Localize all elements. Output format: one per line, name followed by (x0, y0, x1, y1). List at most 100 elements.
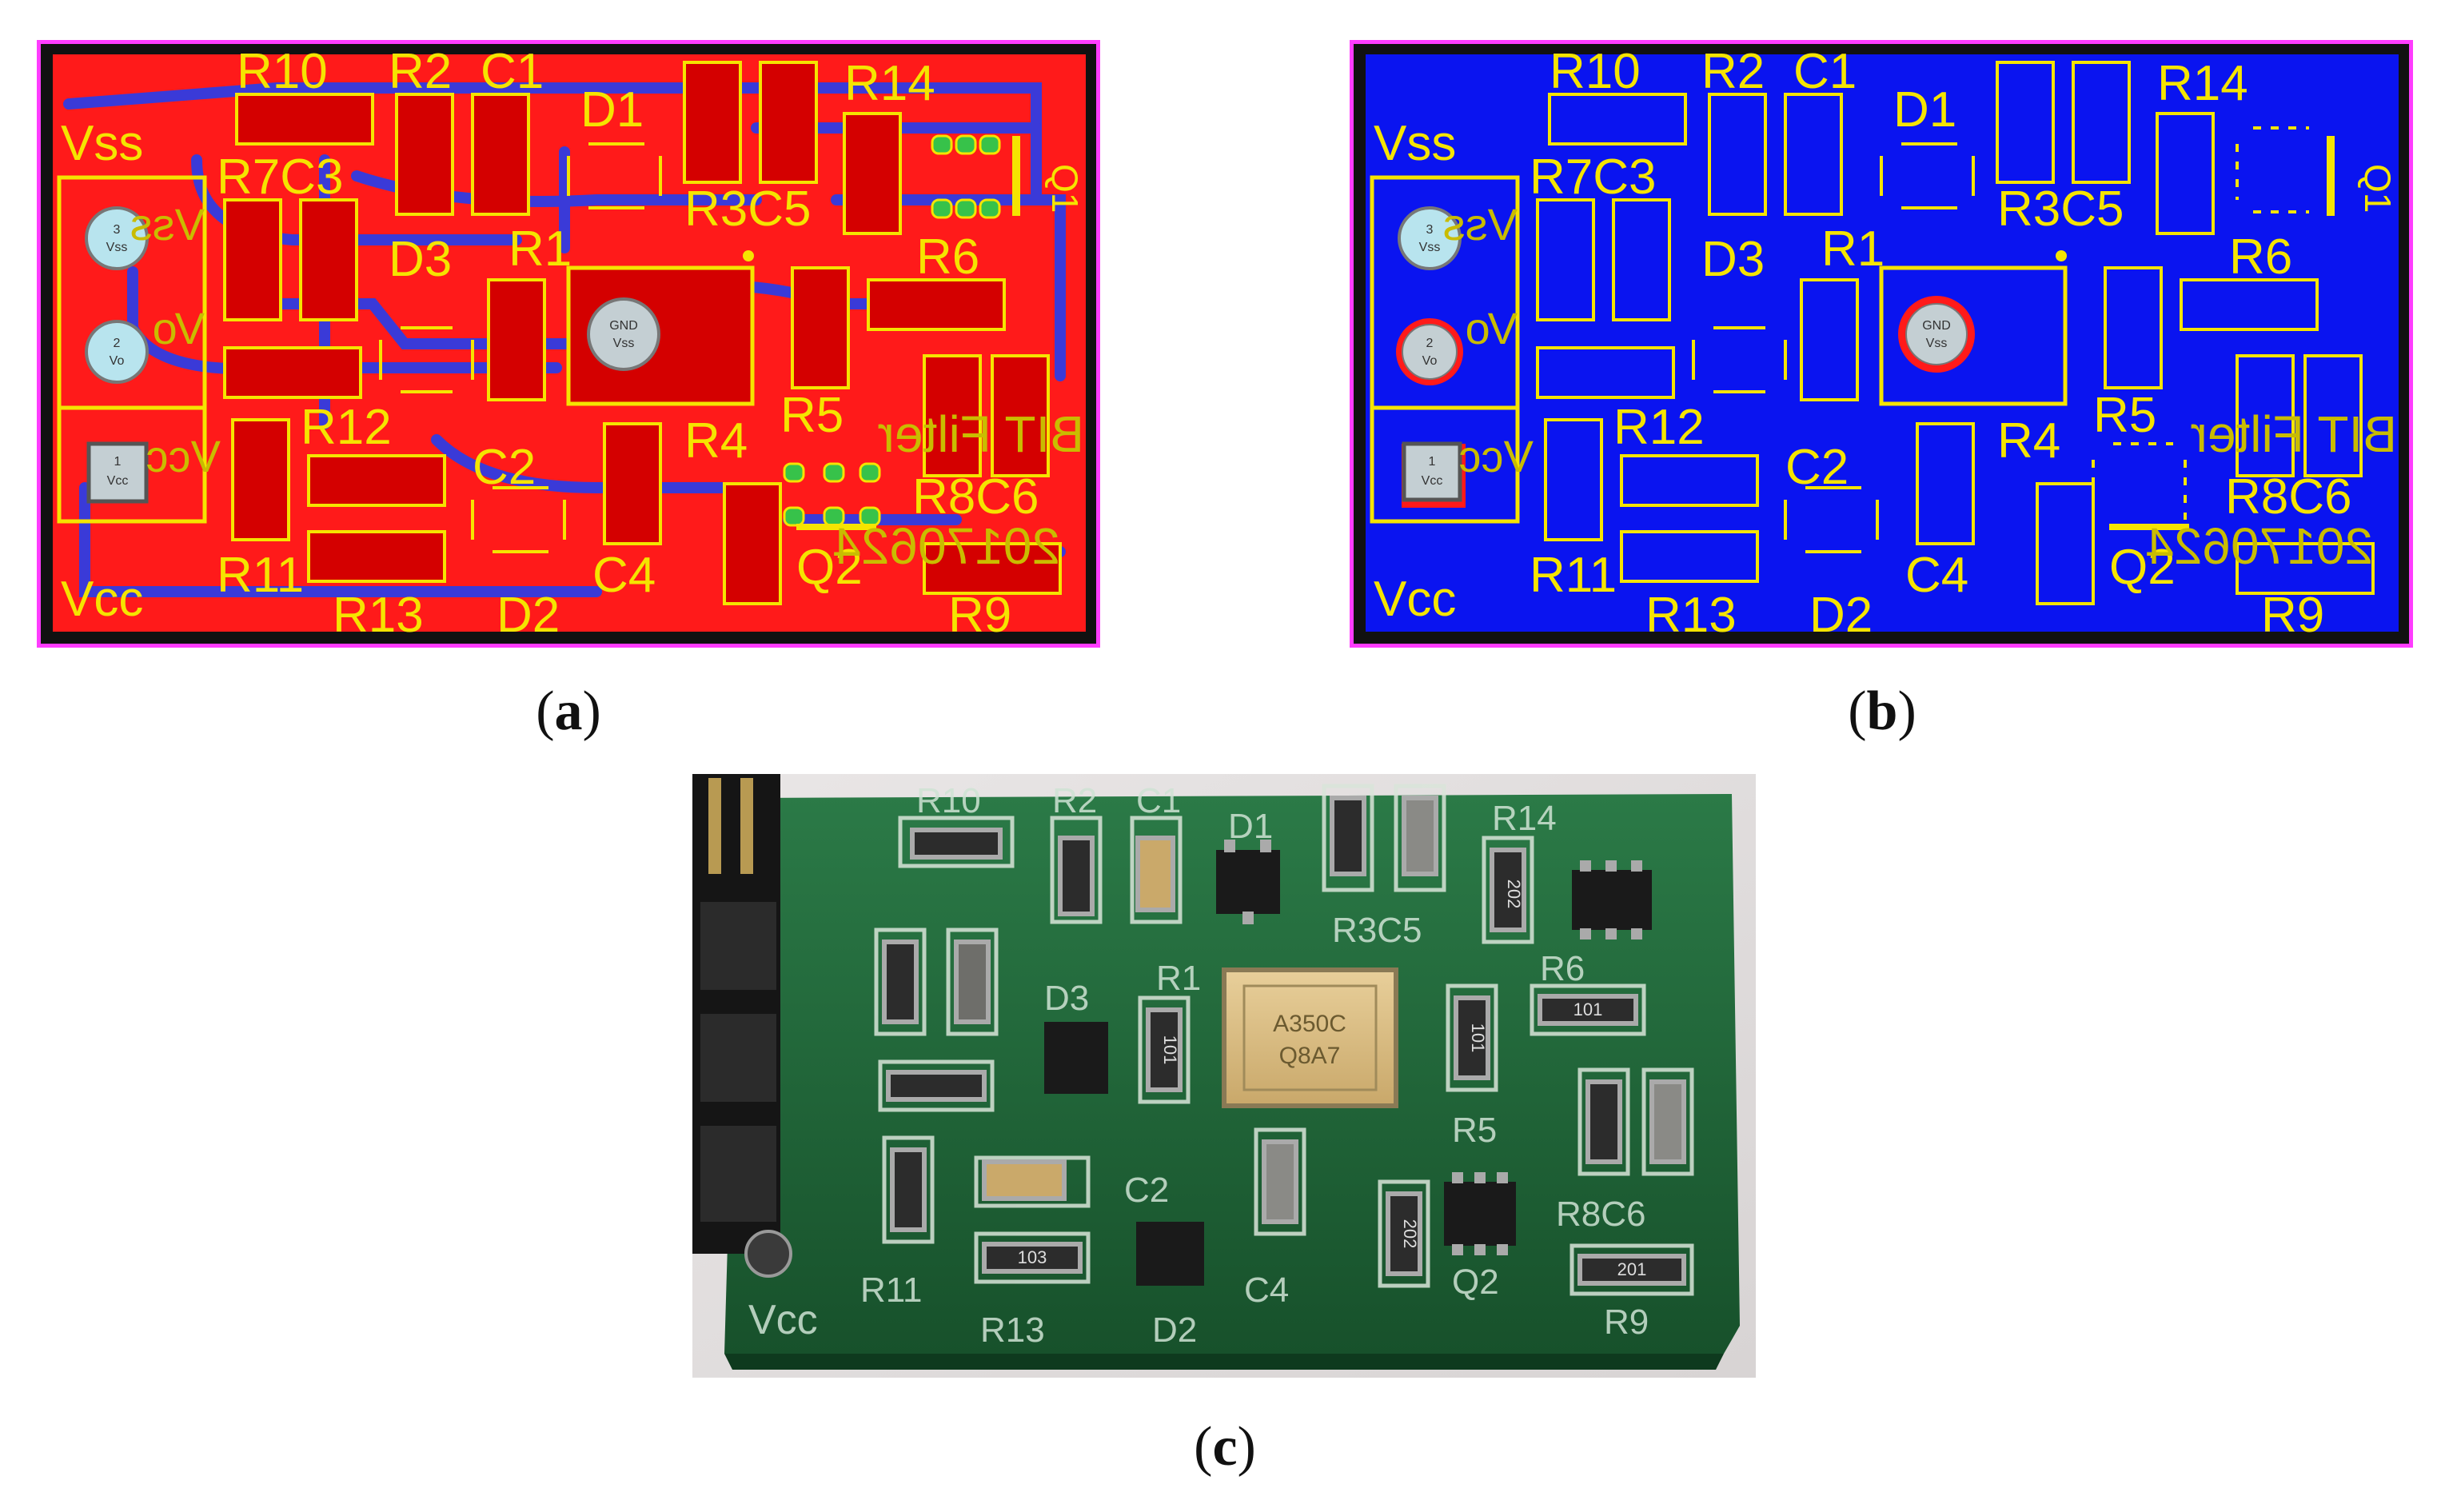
mirror-text-vcc: Vcc (1459, 431, 1534, 481)
label-r6: R6 (2229, 229, 2292, 285)
label-d3: D3 (1044, 979, 1089, 1018)
pcb-top-layer-panel: 3 Vss 2 Vo 1 Vcc GND Vss R10 R2 C1 D1 R1… (37, 40, 1100, 648)
pad-num: 2 (114, 337, 121, 350)
pad-label: Vss (1419, 241, 1441, 254)
label-c4: C4 (592, 548, 656, 603)
label-d2: D2 (1809, 588, 1873, 643)
label-q2: Q2 (2109, 540, 2176, 595)
label-r4: R4 (1997, 413, 2060, 469)
label-q1: Q1 (1044, 164, 1086, 213)
label-r8c6: R8C6 (912, 469, 1039, 525)
label-d2: D2 (1152, 1311, 1197, 1350)
pad-label: Vss (1926, 337, 1948, 350)
gnd-pad (1905, 303, 1968, 365)
pcb-bottom-layer-panel: 3 Vss 2 Vo 1 Vcc GND Vss R10 R2 C1 D1 R1… (1350, 40, 2413, 648)
pad-vcc (1402, 441, 1462, 502)
connector-outline (1370, 175, 1520, 524)
label-r7c3: R7C3 (217, 150, 344, 205)
mirror-text-vss: Vss (130, 199, 205, 249)
label-r2: R2 (389, 44, 452, 99)
label-r6: R6 (916, 229, 979, 285)
mirror-text-vss: Vss (1443, 199, 1518, 249)
label-r11: R11 (217, 548, 304, 603)
label-r1: R1 (1821, 221, 1885, 277)
pad-label: GND (1922, 319, 1951, 333)
pad-vo (1402, 324, 1458, 380)
label-vss: Vss (61, 116, 143, 171)
label-r6: R6 (1540, 949, 1585, 988)
diode-outlines (379, 142, 662, 553)
mirror-text-vo: Vo (1466, 303, 1518, 353)
resistor-code: 202 (1400, 1219, 1420, 1249)
ic-footprint (1879, 265, 2068, 406)
mirror-text-vo: Vo (153, 303, 205, 353)
connector-outline (57, 175, 207, 524)
label-r9: R9 (2261, 588, 2324, 643)
pad-vss (85, 206, 149, 270)
label-c2: C2 (1124, 1171, 1169, 1210)
mirror-text-vcc: Vcc (146, 431, 221, 481)
chip-marking: Q8A7 (1279, 1043, 1341, 1069)
label-r2: R2 (1701, 44, 1765, 99)
label-r2: R2 (1052, 781, 1097, 820)
accelerometer-chip (1222, 967, 1398, 1108)
component-outlines (1536, 61, 2375, 605)
resistor-code: 101 (1160, 1035, 1180, 1065)
label-r8c6: R8C6 (2225, 469, 2352, 525)
pad-label: GND (609, 319, 638, 333)
label-r3c5: R3C5 (1332, 911, 1422, 950)
header-pins (692, 774, 792, 1278)
label-c1: C1 (1136, 781, 1181, 820)
pad-label: Vcc (107, 474, 129, 488)
label-r10: R10 (1550, 44, 1641, 99)
pad-num: 3 (114, 223, 121, 237)
label-r5: R5 (2093, 388, 2156, 443)
label-c1: C1 (1793, 44, 1857, 99)
label-r12: R12 (301, 400, 392, 455)
pad-vo (85, 320, 149, 384)
label-r13: R13 (333, 588, 424, 643)
mirror-text-date: 20170624 (2145, 517, 2373, 575)
mirror-text-filter: BIT Filter (2191, 405, 2397, 463)
label-r10: R10 (237, 44, 328, 99)
label-vcc: Vcc (1374, 572, 1456, 627)
label-r7c3: R7C3 (1530, 150, 1657, 205)
label-c2: C2 (473, 440, 536, 495)
pad-num: 1 (114, 455, 122, 469)
caption-b: (b) (1848, 680, 1916, 742)
label-r13: R13 (1645, 588, 1737, 643)
photo-silk-outlines (874, 784, 1694, 1296)
label-r4: R4 (684, 413, 748, 469)
label-r14: R14 (2157, 56, 2248, 111)
pad-num: 1 (1429, 455, 1436, 469)
resistor-code: 103 (1018, 1247, 1047, 1267)
pad-num: 2 (1426, 337, 1434, 350)
gnd-pad (587, 297, 660, 371)
label-r9: R9 (1604, 1303, 1649, 1342)
label-q2: Q2 (1452, 1263, 1499, 1302)
label-r9: R9 (948, 588, 1011, 643)
pad-vcc (86, 441, 149, 504)
transistor-pads (783, 134, 1001, 527)
label-r11: R11 (1530, 548, 1617, 603)
label-vcc: Vcc (748, 1297, 818, 1343)
label-d3: D3 (1701, 232, 1765, 287)
label-d2: D2 (497, 588, 560, 643)
label-d1: D1 (1893, 82, 1956, 138)
pad-label: Vcc (1422, 474, 1443, 488)
label-r3c5: R3C5 (684, 182, 812, 237)
label-q2: Q2 (796, 540, 863, 595)
caption-a: (a) (536, 680, 601, 742)
label-r14: R14 (844, 56, 935, 111)
diode-outlines (1692, 126, 2309, 553)
smd-components: 202 101 101 101 103 202 201 (882, 796, 1686, 1286)
mirror-text-date: 20170624 (832, 517, 1060, 575)
label-r3c5: R3C5 (1997, 182, 2124, 237)
mirror-text-filter: BIT Filter (878, 405, 1084, 463)
label-d1: D1 (580, 82, 644, 138)
label-r12: R12 (1613, 400, 1705, 455)
pad-num: 3 (1426, 223, 1434, 237)
label-c4: C4 (1905, 548, 1968, 603)
label-r5: R5 (780, 388, 844, 443)
resistor-code: 202 (1504, 880, 1524, 909)
